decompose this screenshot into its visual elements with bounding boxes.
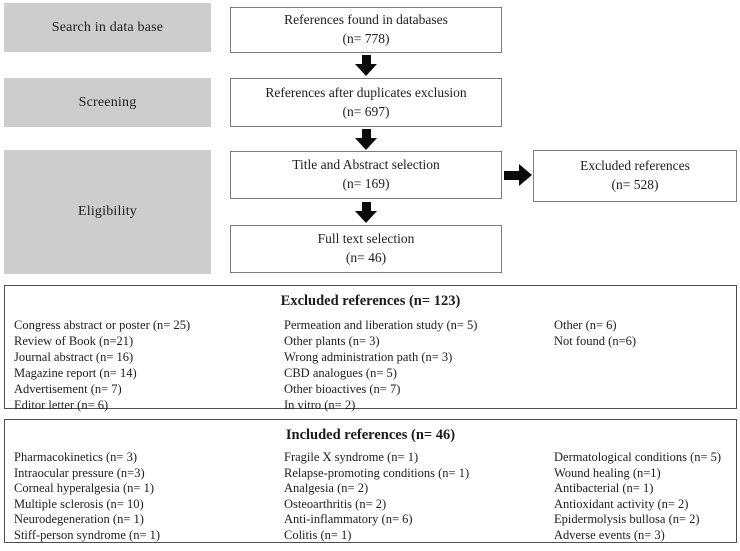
flow-box-count: (n= 697) bbox=[342, 103, 390, 119]
included-topic-item: Neurodegeneration (n= 1) bbox=[14, 512, 144, 526]
excluded-panel-column-3: Other (n= 6) Not found (n=6) bbox=[554, 317, 636, 349]
stage-label: Screening bbox=[78, 94, 137, 110]
excluded-reason-item: CBD analogues (n= 5) bbox=[284, 366, 397, 380]
included-topic-item: Intraocular pressure (n=3) bbox=[14, 465, 145, 480]
included-panel-column-3: Dermatological conditions (n= 5) Wound h… bbox=[554, 450, 721, 543]
included-topic-item: Colitis (n= 1) bbox=[284, 527, 352, 542]
included-topic-item: Antibacterial (n= 1) bbox=[554, 481, 654, 495]
included-panel-column-1: Pharmacokinetics (n= 3) Intraocular pres… bbox=[14, 450, 160, 543]
flow-box-text: Excluded references bbox=[580, 158, 690, 174]
stage-screening: Screening bbox=[4, 78, 211, 127]
flow-box-text: References after duplicates exclusion bbox=[265, 84, 467, 100]
panel-title: Included references (n= 46) bbox=[285, 427, 456, 443]
arrow-down-icon bbox=[355, 55, 377, 76]
flow-box-count: (n= 528) bbox=[611, 177, 659, 192]
excluded-panel-column-1: Congress abstract or poster (n= 25) Revi… bbox=[14, 317, 190, 413]
included-topic-item: Wound healing (n=1) bbox=[554, 465, 661, 480]
excluded-reason-item: Permeation and liberation study (n= 5) bbox=[284, 318, 478, 332]
excluded-reason-item: Advertisement (n= 7) bbox=[14, 382, 122, 396]
excluded-panel-column-2: Permeation and liberation study (n= 5) O… bbox=[284, 317, 477, 413]
panel-title: Excluded references (n= 123) bbox=[280, 293, 461, 309]
flow-box-text: Title and Abstract selection bbox=[292, 157, 440, 173]
flow-box-after-duplicates: References after duplicates exclusion (n… bbox=[230, 78, 502, 127]
included-topic-item: Antioxidant activity (n= 2) bbox=[554, 496, 689, 511]
flow-box-count: (n= 778) bbox=[342, 31, 390, 46]
flow-box-count: (n= 46) bbox=[345, 250, 387, 265]
arrow-down-icon bbox=[355, 129, 377, 150]
excluded-reason-item: Other bioactives (n= 7) bbox=[284, 382, 401, 396]
excluded-reason-item: In vitro (n= 2) bbox=[284, 398, 356, 412]
included-topic-item: Corneal hyperalgesia (n= 1) bbox=[14, 481, 154, 495]
excluded-reason-item: Congress abstract or poster (n= 25) bbox=[14, 318, 191, 332]
excluded-reason-item: Wrong administration path (n= 3) bbox=[284, 350, 453, 364]
excluded-references-panel: Excluded references (n= 123) Congress ab… bbox=[4, 285, 737, 412]
excluded-reason-item: Other plants (n= 3) bbox=[284, 334, 380, 348]
included-topic-item: Dermatological conditions (n= 5) bbox=[554, 450, 722, 464]
included-topic-item: Fragile X syndrome (n= 1) bbox=[284, 450, 419, 464]
excluded-reason-item: Journal abstract (n= 16) bbox=[14, 350, 134, 364]
flow-box-count: (n= 169) bbox=[342, 176, 390, 191]
flow-box-excluded-references: Excluded references (n= 528) bbox=[533, 150, 737, 202]
stage-eligibility: Eligibility bbox=[4, 150, 211, 274]
flow-box-full-text-selection: Full text selection (n= 46) bbox=[230, 225, 502, 273]
stage-search-in-database: Search in data base bbox=[4, 3, 211, 52]
arrow-right-icon bbox=[504, 164, 532, 186]
included-references-panel: Included references (n= 46) Pharmacokine… bbox=[4, 419, 737, 543]
excluded-reason-item: Not found (n=6) bbox=[554, 334, 637, 348]
included-topic-item: Relapse-promoting conditions (n= 1) bbox=[284, 465, 470, 480]
excluded-reason-item: Magazine report (n= 14) bbox=[14, 366, 137, 380]
excluded-reason-item: Editor letter (n= 6) bbox=[14, 398, 109, 412]
included-panel-column-2: Fragile X syndrome (n= 1) Relapse-promot… bbox=[284, 450, 469, 543]
excluded-reason-item: Other (n= 6) bbox=[554, 318, 617, 332]
included-topic-item: Pharmacokinetics (n= 3) bbox=[14, 450, 137, 464]
excluded-reason-item: Review of Book (n=21) bbox=[14, 334, 134, 348]
included-topic-item: Adverse events (n= 3) bbox=[554, 527, 665, 542]
stage-label: Search in data base bbox=[51, 19, 164, 35]
included-topic-item: Anti-inflammatory (n= 6) bbox=[284, 512, 413, 526]
arrow-down-icon bbox=[355, 202, 377, 223]
included-topic-item: Epidermolysis bullosa (n= 2) bbox=[554, 512, 700, 526]
flow-box-title-abstract-selection: Title and Abstract selection (n= 169) bbox=[230, 151, 502, 199]
flow-box-references-found: References found in databases (n= 778) bbox=[230, 7, 502, 53]
included-topic-item: Analgesia (n= 2) bbox=[284, 481, 369, 495]
included-topic-item: Multiple sclerosis (n= 10) bbox=[14, 496, 144, 511]
stage-label: Eligibility bbox=[78, 204, 137, 219]
flow-box-text: References found in databases bbox=[284, 12, 448, 28]
included-topic-item: Stiff-person syndrome (n= 1) bbox=[14, 527, 161, 542]
flow-box-text: Full text selection bbox=[317, 231, 415, 247]
included-topic-item: Osteoarthritis (n= 2) bbox=[284, 496, 387, 511]
